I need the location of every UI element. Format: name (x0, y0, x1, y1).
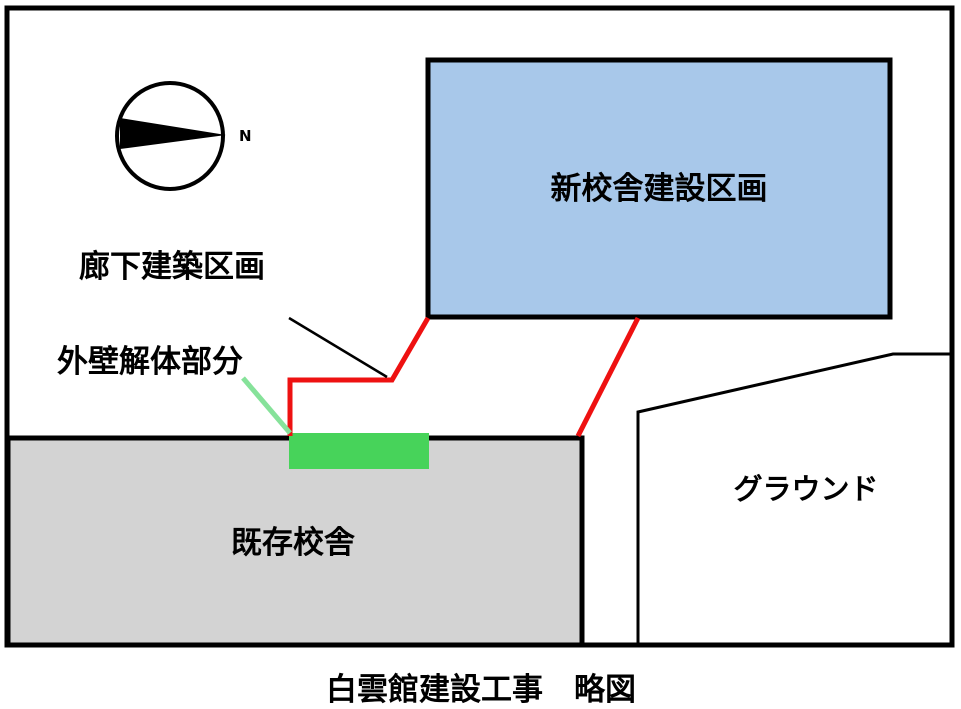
demolition-leader-line (241, 376, 292, 435)
ground-boundary (636, 352, 952, 645)
diagram-caption: 白雲館建設工事 略図 (326, 672, 636, 708)
new-building-label: 新校舎建設区画 (551, 171, 768, 207)
compass-north-label: N (239, 127, 252, 145)
wall-demolition-label: 外壁解体部分 (57, 344, 243, 380)
corridor-line-left (287, 316, 431, 436)
new-building-block (425, 57, 893, 320)
compass: N (115, 81, 252, 191)
ground-label: グラウンド (733, 472, 878, 506)
compass-needle-icon (120, 118, 226, 149)
existing-building-block (5, 435, 585, 648)
corridor-label: 廊下建築区画 (79, 249, 265, 285)
corridor-leader-line (288, 316, 388, 379)
wall-demolition-block (289, 433, 429, 469)
existing-building-label: 既存校舎 (231, 525, 355, 561)
corridor-line-right (575, 316, 641, 438)
